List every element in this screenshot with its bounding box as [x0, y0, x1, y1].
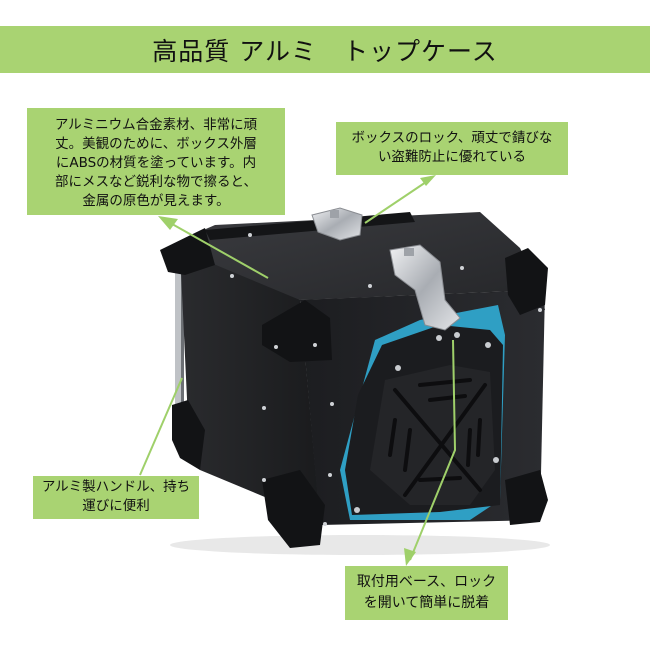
- callout-line: にABSの材質を塗っています。内: [55, 155, 257, 171]
- callout-aluminum-material: アルミニウム合金素材、非常に頑 丈。美観のために、ボックス外層 にABSの材質を…: [27, 108, 285, 215]
- callout-line: 取付用ベース、ロック: [356, 574, 497, 590]
- callout-aluminum-handle: アルミ製ハンドル、持ち 運びに便利: [33, 476, 199, 519]
- side-handle: [175, 270, 184, 420]
- callout-line: 金属の原色が見えます。: [82, 193, 230, 209]
- callout-mounting-base: 取付用ベース、ロック を開いて簡単に脱着: [345, 566, 508, 620]
- callout-line: い盗難防止に優れている: [377, 149, 527, 165]
- mounting-base-plate: [345, 325, 503, 515]
- callout-line: 丈。美観のために、ボックス外層: [55, 136, 257, 152]
- callout-line: アルミ製ハンドル、持ち: [41, 479, 191, 495]
- callout-line: を開いて簡単に脱着: [363, 595, 490, 611]
- callout-line: ボックスのロック、頑丈で錆びな: [351, 130, 553, 146]
- banner-title: 高品質 アルミ トップケース: [152, 36, 498, 66]
- callout-arrows: [139, 177, 457, 561]
- title-banner: 高品質 アルミ トップケース: [0, 26, 650, 73]
- callout-line: 運びに便利: [82, 498, 150, 514]
- lock-latch: [389, 244, 461, 331]
- callout-box-lock: ボックスのロック、頑丈で錆びな い盗難防止に優れている: [336, 122, 568, 175]
- callout-line: アルミニウム合金素材、非常に頑: [54, 117, 258, 133]
- callout-line: 部にメスなど鋭利な物で擦ると、: [55, 174, 257, 190]
- top-latch: [311, 207, 363, 241]
